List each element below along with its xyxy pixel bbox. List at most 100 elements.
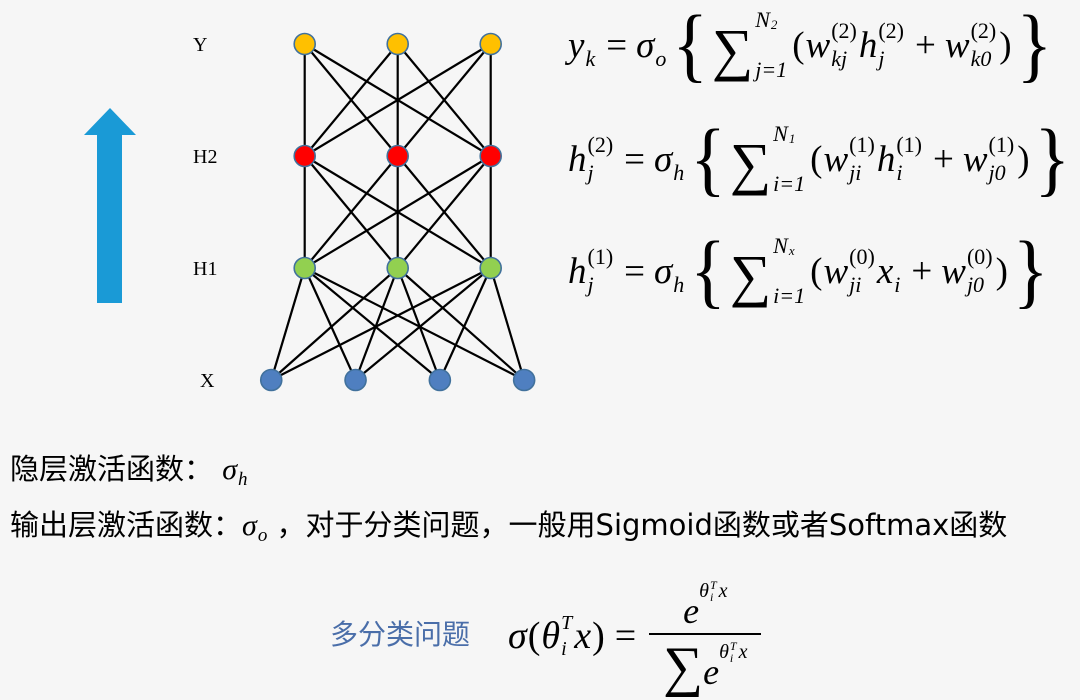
exp-base: e xyxy=(703,652,720,692)
product-factor-base: w xyxy=(823,250,849,292)
product-factor-subscript: j xyxy=(878,46,885,71)
exponent-theta-superscript: T xyxy=(729,639,737,653)
lhs-variable-scripts: (2)j xyxy=(588,134,614,184)
product-factor-superscript: (1) xyxy=(849,132,875,157)
lhs-variable-base: h xyxy=(568,250,587,292)
product-factor: h(2)j xyxy=(859,20,906,70)
lhs-variable-base: y xyxy=(568,24,585,66)
exponent-theta-subscript: i xyxy=(729,651,734,665)
layer-label-h1: H1 xyxy=(193,258,217,280)
product-factor-subscript: ji xyxy=(849,272,862,297)
bias-weight-superscript: (1) xyxy=(988,132,1015,157)
node-h1-2 xyxy=(386,256,410,280)
up-arrow-icon xyxy=(84,108,136,303)
edge xyxy=(354,267,492,381)
upper-limit-base: N xyxy=(773,233,788,258)
bias-weight-base: w xyxy=(962,138,988,180)
node-x-1 xyxy=(259,368,283,392)
exponent-theta-scripts: T i xyxy=(710,579,717,603)
edge xyxy=(304,43,492,157)
exponent-x: x xyxy=(718,580,728,602)
left-paren: ( xyxy=(792,24,805,66)
lhs-variable: h(1)j xyxy=(568,246,615,296)
product-factor: w(0)ji xyxy=(823,246,876,296)
node-x-3 xyxy=(428,368,452,392)
lhs-variable-base: h xyxy=(568,138,587,180)
lhs-variable: h(2)j xyxy=(568,134,615,184)
sigma-h-symbol: σh xyxy=(222,453,247,490)
exponent-theta: θ xyxy=(699,580,709,602)
activation-function-subscript: h xyxy=(673,160,685,185)
edge xyxy=(354,267,399,381)
product-factor-subscript: i xyxy=(894,272,901,297)
node-h2-3 xyxy=(479,144,503,168)
upper-limit-base: N xyxy=(755,7,770,32)
product-factor-scripts: i xyxy=(894,246,900,296)
equals-sign: = xyxy=(624,138,646,180)
bias-weight-superscript: (0) xyxy=(966,244,993,269)
exponential-term: e θ T i x xyxy=(703,640,747,690)
right-paren: ) xyxy=(995,250,1008,292)
summation-symbol: ∑ xyxy=(663,636,704,698)
product-factor-base: h xyxy=(876,138,896,180)
edge xyxy=(270,267,399,381)
lhs-variable-subscript: k xyxy=(585,46,596,71)
edge xyxy=(304,267,525,381)
right-paren: ) xyxy=(1017,138,1030,180)
plus-sign: + xyxy=(915,24,936,66)
exponent-theta-scripts: T i xyxy=(730,640,737,664)
bias-weight-scripts: (1)j0 xyxy=(989,134,1015,184)
multiclass-label: 多分类问题 xyxy=(330,618,471,651)
lhs-variable-subscript: j xyxy=(587,272,594,297)
nodes xyxy=(259,32,536,392)
left-brace: { xyxy=(690,113,726,205)
product-factor-subscript: kj xyxy=(831,46,848,71)
x-variable: x xyxy=(574,615,592,657)
equals-sign: = xyxy=(614,615,637,657)
summation-lower-limit: i=1 xyxy=(773,171,806,196)
summation-symbol: ∑ xyxy=(729,131,772,196)
bias-weight-superscript: (2) xyxy=(970,18,997,43)
edge xyxy=(270,267,306,381)
bias-weight-scripts: (0)j0 xyxy=(967,246,993,296)
activation-function-base: σ xyxy=(654,250,673,292)
fraction-numerator: e θ T i x xyxy=(649,579,762,635)
bias-weight: w(2)k0 xyxy=(945,20,998,70)
node-h1-3 xyxy=(479,256,503,280)
product-factor-superscript: (2) xyxy=(831,18,857,43)
product-factor-subscript: ji xyxy=(849,160,862,185)
theta-scripts: T i xyxy=(561,613,572,659)
upper-limit-subscript: 2 xyxy=(770,17,778,32)
product-factor: w(1) ji xyxy=(823,134,876,184)
product-factor-base: w xyxy=(823,138,849,180)
exponent-theta-superscript: T xyxy=(709,578,717,592)
summation-symbol: ∑ xyxy=(711,17,754,82)
edges xyxy=(270,43,526,381)
exponential-term: e θ T i x xyxy=(683,579,727,629)
upper-limit-subscript: x xyxy=(788,243,795,258)
product-factor-scripts: (1) ji xyxy=(849,134,875,184)
equals-sign: = xyxy=(624,250,646,292)
bias-weight-base: w xyxy=(941,250,966,292)
note-suffix: ，对于分类问题，一般用Sigmoid函数或者Softmax函数 xyxy=(267,508,1008,542)
equals-sign: = xyxy=(606,24,628,66)
product-factor-scripts: (0)ji xyxy=(849,246,875,296)
bias-weight-scripts: (2)k0 xyxy=(971,20,997,70)
right-brace: } xyxy=(1012,225,1049,317)
node-x-4 xyxy=(512,368,536,392)
node-h2-2 xyxy=(386,144,410,168)
right-brace: } xyxy=(1016,0,1053,91)
layer-label-x: X xyxy=(200,370,215,392)
summation-lower-limit: j=1 xyxy=(755,57,788,82)
softmax-fraction: e θ T i x ∑ e θ T i xyxy=(649,579,762,698)
node-y-3 xyxy=(479,32,503,56)
